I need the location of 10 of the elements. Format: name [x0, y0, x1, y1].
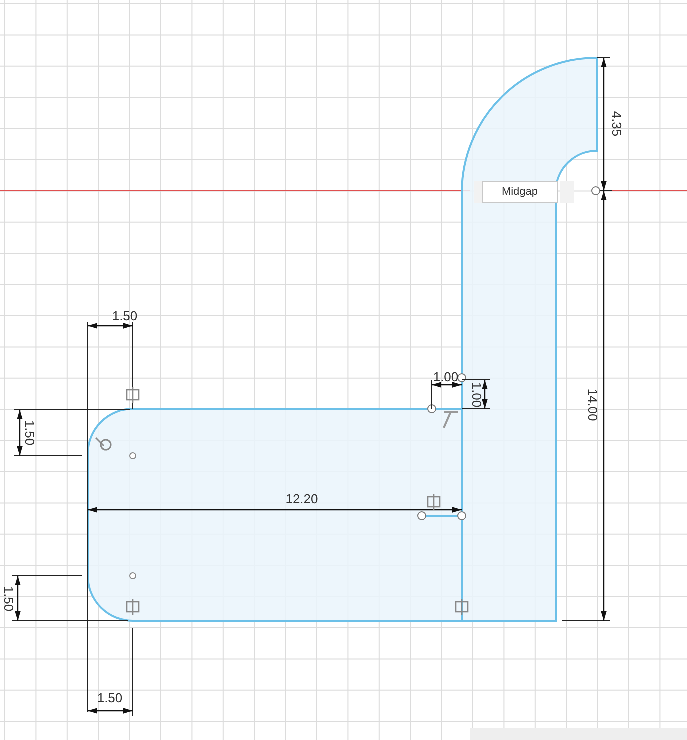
dimension-label: 1.50 — [22, 420, 38, 446]
dimension-label: 4.35 — [610, 111, 624, 137]
dimension-label: 1.00 — [433, 370, 459, 384]
dimension-label: 1.50 — [112, 308, 138, 324]
dimension-label: 1.00 — [470, 382, 484, 408]
dimension-label: 1.50 — [2, 586, 16, 612]
dimension-label: 14.00 — [586, 388, 600, 422]
dimension-label: 12.20 — [286, 492, 318, 506]
dimension-label: 1.50 — [97, 690, 123, 706]
input-field: Midgap — [482, 181, 558, 203]
